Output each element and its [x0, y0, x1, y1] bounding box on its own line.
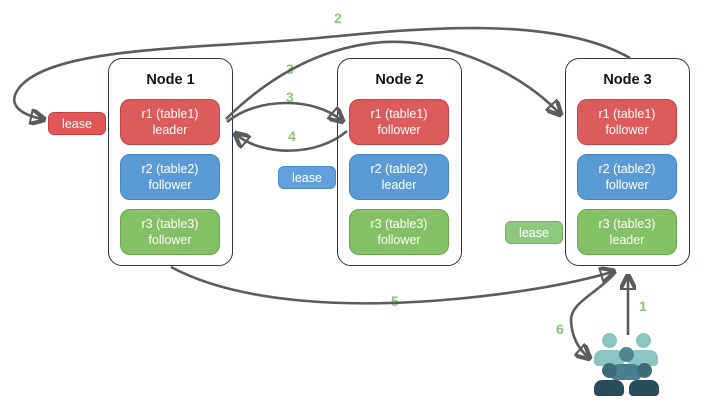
replica-name: r2 (table2) [598, 161, 656, 176]
node1-replica-r1: r1 (table1) leader [120, 99, 220, 145]
step-label-4: 4 [288, 128, 296, 144]
node2-replica-r2: r2 (table2) leader [349, 154, 449, 200]
lease-badge-table2: lease [278, 166, 336, 189]
step-label-2: 2 [334, 10, 342, 26]
person-icon [593, 363, 625, 397]
node-2: Node 2 r1 (table1) follower r2 (table2) … [337, 58, 462, 266]
replica-role: leader [609, 233, 645, 247]
node3-replica-r2: r2 (table2) follower [577, 154, 677, 200]
replica-name: r1 (table1) [141, 106, 199, 121]
replica-role: leader [152, 123, 188, 137]
step-label-1: 1 [639, 298, 647, 314]
replica-role: follower [377, 123, 421, 137]
step-label-3b: 3 [286, 89, 294, 105]
replica-role: follower [148, 178, 192, 192]
users-group-icon [590, 332, 686, 400]
replica-role: follower [605, 123, 649, 137]
node2-replica-r3: r3 (table3) follower [349, 209, 449, 255]
replica-name: r1 (table1) [598, 106, 656, 121]
replica-role: follower [377, 233, 421, 247]
node3-replica-r3: r3 (table3) leader [577, 209, 677, 255]
replica-name: r3 (table3) [370, 216, 428, 231]
node3-replica-r1: r1 (table1) follower [577, 99, 677, 145]
arrow-step3-node1-to-node2 [226, 101, 341, 122]
person-icon [610, 347, 642, 381]
node-title: Node 3 [603, 72, 652, 88]
step-label-6: 6 [556, 321, 564, 337]
replica-role: follower [148, 233, 192, 247]
replica-name: r2 (table2) [370, 161, 428, 176]
replica-name: r3 (table3) [598, 216, 656, 231]
node2-replica-r1: r1 (table1) follower [349, 99, 449, 145]
node-3: Node 3 r1 (table1) follower r2 (table2) … [565, 58, 690, 266]
step-label-3a: 3 [286, 61, 294, 77]
lease-badge-table1: lease [48, 112, 106, 135]
replica-role: leader [381, 178, 417, 192]
replica-role: follower [605, 178, 649, 192]
node-1: Node 1 r1 (table1) leader r2 (table2) fo… [108, 58, 233, 266]
arrow-step2-node3-to-lease1 [13, 26, 631, 119]
node1-replica-r3: r3 (table3) follower [120, 209, 220, 255]
person-icon [627, 333, 659, 367]
lease-badge-table3: lease [505, 221, 563, 244]
node1-replica-r2: r2 (table2) follower [120, 154, 220, 200]
replica-name: r2 (table2) [141, 161, 199, 176]
replica-name: r3 (table3) [141, 216, 199, 231]
node-title: Node 1 [146, 72, 195, 88]
person-icon [628, 363, 660, 397]
step-label-5: 5 [391, 293, 399, 309]
node-title: Node 2 [375, 72, 424, 88]
replica-name: r1 (table1) [370, 106, 428, 121]
